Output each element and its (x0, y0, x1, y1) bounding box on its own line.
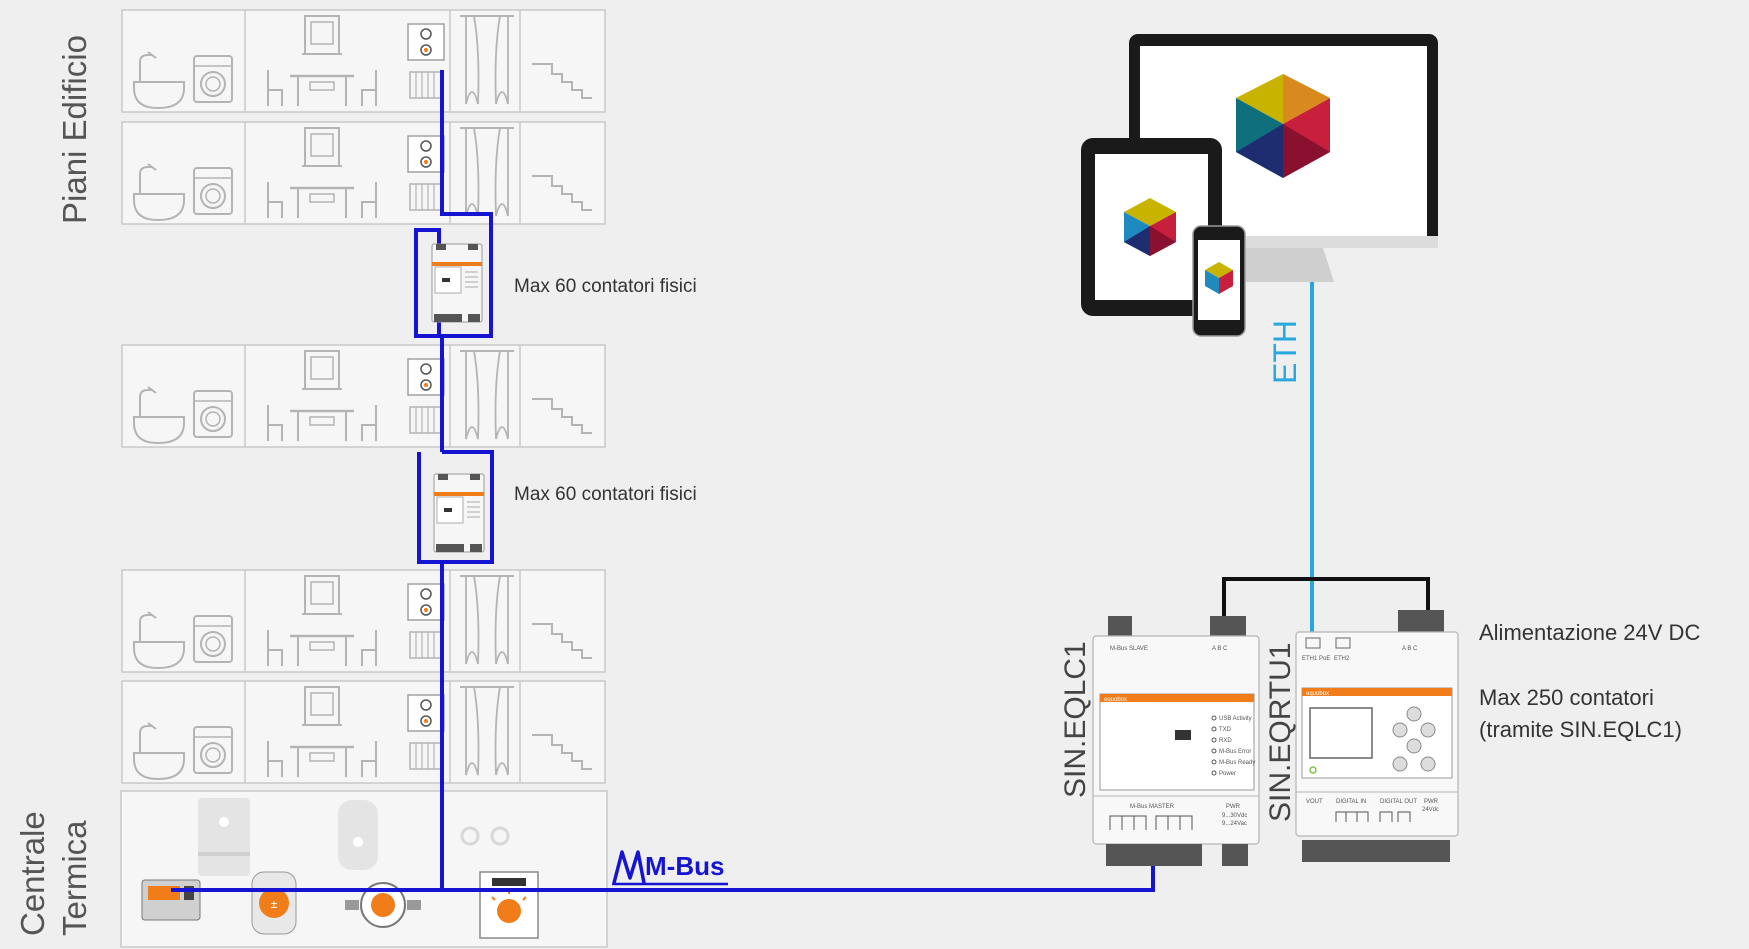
eqlc1-pwr-label: PWR (1226, 804, 1241, 810)
label-centrale-line2: Termica (56, 820, 93, 936)
device-sin-eqrtu1: ETH1 PoE ETH2 A B C equobox VOUT DIGITAL… (1295, 610, 1459, 862)
eqrtu1-abc-label: A B C (1402, 646, 1418, 652)
floor-2 (120, 120, 607, 226)
eqrtu1-pwr-spec: 24Vdc (1422, 807, 1439, 813)
eqlc1-abc-label: A B C (1212, 646, 1228, 652)
eqrtu1-eth2-label: ETH2 (1334, 656, 1350, 662)
label-max60-second: Max 60 contatori fisici (514, 484, 697, 505)
floor-5 (120, 679, 607, 785)
power-cable (1222, 577, 1430, 617)
eqlc1-slave-label: M-Bus SLAVE (1110, 646, 1148, 652)
label-max60-first: Max 60 contatori fisici (514, 276, 697, 297)
eqlc1-led-list: USB Activity TXD RXD M-Bus Error M-Bus R… (1211, 715, 1255, 777)
device-sin-eqlc1: M-Bus SLAVE A B C equobox USB Activity T… (1092, 616, 1260, 866)
label-max250-line1: Max 250 contatori (1479, 685, 1654, 710)
label-sin-eqlc1: SIN.EQLC1 (1059, 641, 1092, 798)
mbus-level-converter-1 (431, 243, 483, 323)
eqrtu1-vout-label: VOUT (1306, 799, 1323, 805)
eqlc1-pwr-spec-1: 9...30Vdc (1222, 813, 1247, 819)
eqlc1-master-label: M-Bus MASTER (1130, 804, 1175, 810)
centrale-termica-room: ± (120, 790, 608, 948)
mbus-logo: M-Bus (612, 850, 728, 886)
eqlc1-led-5: Power (1219, 771, 1236, 777)
label-alimentazione: Alimentazione 24V DC (1479, 620, 1700, 645)
eqrtu1-digital-in-label: DIGITAL IN (1336, 799, 1366, 805)
floor-4 (120, 568, 607, 674)
floor-3 (120, 343, 607, 449)
eqrtu1-pwr-label: PWR (1424, 799, 1439, 805)
smartphone (1192, 225, 1246, 337)
mbus-label: M-Bus (645, 851, 724, 881)
label-max250-line2: (tramite SIN.EQLC1) (1479, 717, 1682, 742)
label-centrale-line1: Centrale (14, 811, 51, 936)
eqlc1-led-2: RXD (1219, 738, 1232, 744)
eqrtu1-brand: equobox (1306, 691, 1329, 697)
eqlc1-led-0: USB Activity (1219, 716, 1252, 722)
label-eth: ETH (1267, 320, 1303, 384)
tablet (1081, 138, 1222, 316)
mbus-level-converter-2 (433, 473, 485, 553)
eqlc1-pwr-spec-2: 9...24Vac (1222, 821, 1247, 827)
eqlc1-led-1: TXD (1219, 727, 1232, 733)
eqrtu1-eth1-label: ETH1 PoE (1302, 656, 1330, 662)
eqrtu1-digital-out-label: DIGITAL OUT (1380, 799, 1417, 805)
eqlc1-led-3: M-Bus Error (1219, 749, 1251, 755)
eqlc1-brand: equobox (1104, 697, 1127, 703)
label-piani-edificio: Piani Edificio (56, 35, 93, 224)
floor-1 (120, 8, 607, 114)
label-sin-eqrtu1: SIN.EQRTU1 (1264, 643, 1297, 823)
eqlc1-led-4: M-Bus Ready (1219, 760, 1255, 766)
svg-text:±: ± (271, 897, 278, 911)
